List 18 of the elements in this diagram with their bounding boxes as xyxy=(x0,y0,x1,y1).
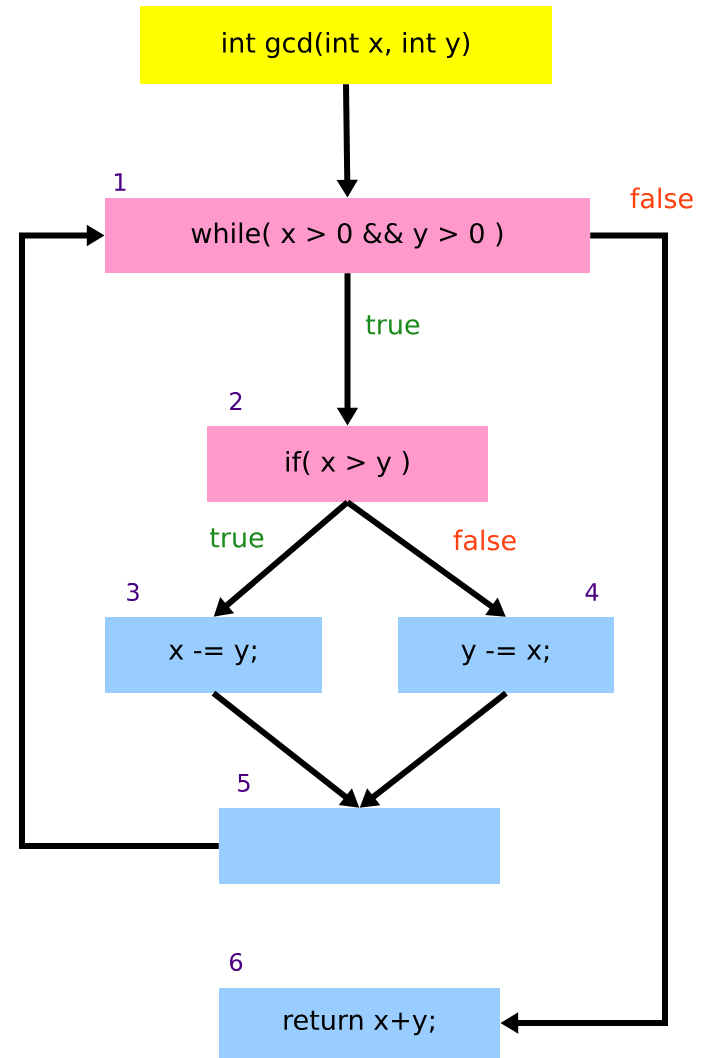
step-number: 1 xyxy=(115,173,126,191)
process-box: x -= y; xyxy=(105,617,322,693)
edge-label: true xyxy=(365,315,420,335)
process-box: return x+y; xyxy=(219,988,500,1058)
empty-box xyxy=(219,808,500,884)
process-box: y -= x; xyxy=(398,617,614,693)
edge-label: false xyxy=(453,529,516,551)
edge-label: true xyxy=(210,528,264,548)
step-number: 4 xyxy=(585,583,599,601)
step-number: 6 xyxy=(230,952,243,972)
process-box: int gcd(int x, int y) xyxy=(140,6,552,84)
process-box: while( x > 0 && y > 0 ) xyxy=(105,198,590,273)
process-box: if( x > y ) xyxy=(207,426,488,502)
arrow xyxy=(19,224,219,849)
edge-label: false xyxy=(630,187,693,209)
step-number: 3 xyxy=(127,582,139,602)
step-number: 2 xyxy=(230,392,242,410)
step-number: 5 xyxy=(238,774,250,792)
